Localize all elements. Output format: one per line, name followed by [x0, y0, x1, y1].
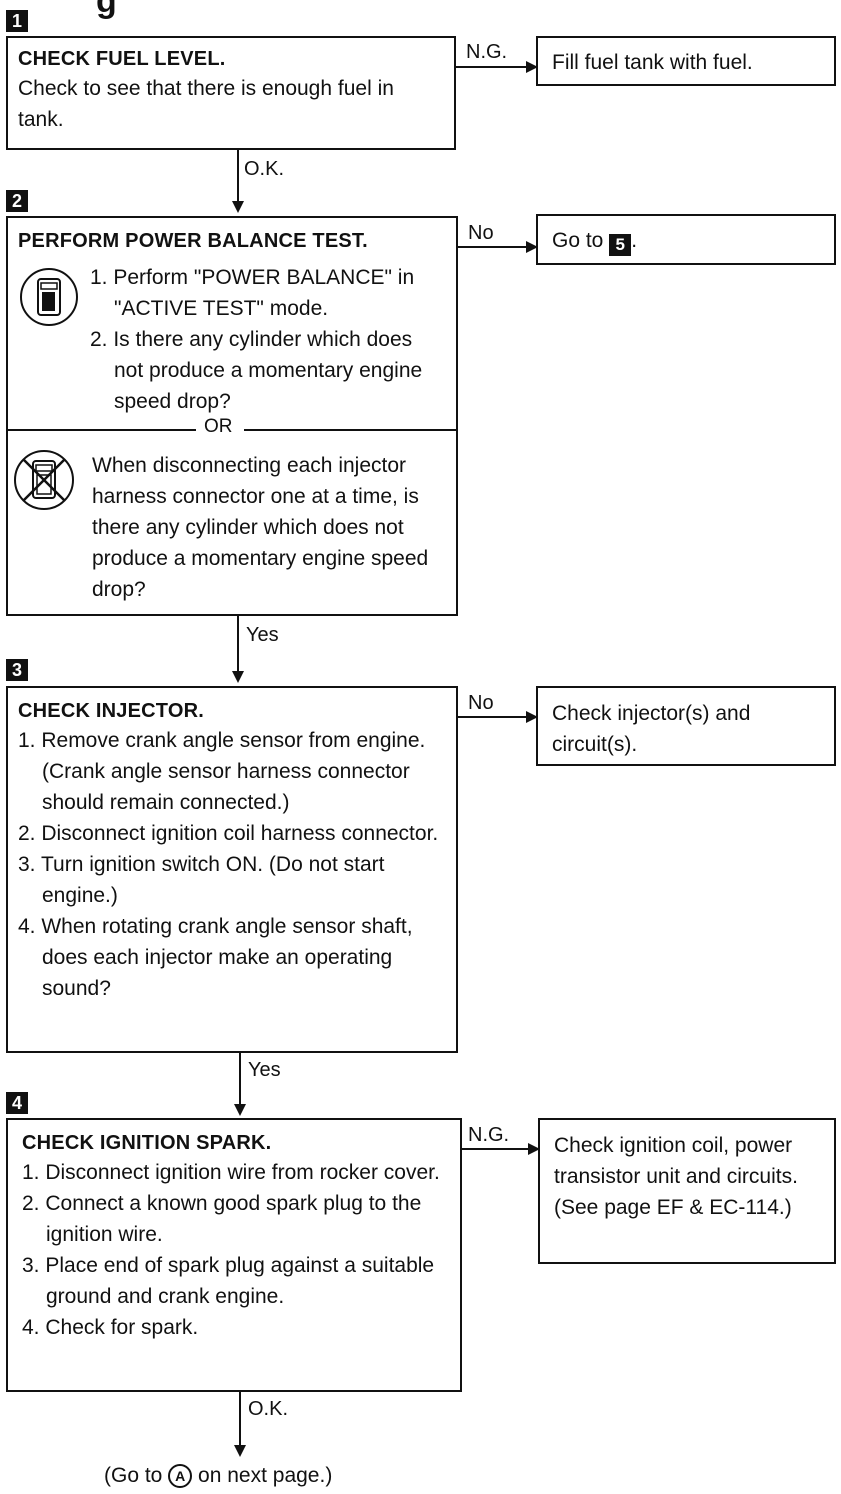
step-1-down-line — [237, 150, 239, 202]
step-3-box: CHECK INJECTOR. 1. Remove crank angle se… — [6, 686, 458, 1053]
step-3-item: 1. Remove crank angle sensor from engine… — [18, 729, 426, 814]
step-2-down-arrow — [232, 671, 244, 683]
consult-tester-icon — [18, 266, 80, 333]
step-4-branch-text: Check ignition coil, power transistor un… — [554, 1134, 798, 1219]
step-1-branch-label: N.G. — [466, 41, 508, 63]
step-1-title: CHECK FUEL LEVEL. — [18, 48, 226, 70]
step-3-down-label: Yes — [248, 1059, 281, 1081]
step-3-list: 1. Remove crank angle sensor from engine… — [18, 725, 448, 1004]
step-2-or-line-right — [244, 429, 456, 431]
step-1-down-label: O.K. — [244, 158, 285, 180]
step-1-badge: 1 — [6, 10, 28, 32]
step-2-branch-suffix: . — [631, 229, 638, 252]
step-2-down-line — [237, 616, 239, 672]
step-5-ref-badge[interactable]: 5 — [609, 234, 632, 256]
step-4-branch-line — [462, 1148, 530, 1150]
step-2-consult-list: 1. Perform "POWER BALANCE" in "ACTIVE TE… — [90, 262, 446, 417]
step-4-down-label: O.K. — [248, 1398, 289, 1420]
no-consult-tester-icon — [12, 448, 76, 517]
step-3-branch-label: No — [468, 692, 494, 714]
step-2-title: PERFORM POWER BALANCE TEST. — [18, 230, 368, 252]
step-2-consult-item: 1. Perform "POWER BALANCE" in "ACTIVE TE… — [90, 266, 415, 320]
page-title-fragment: g — [96, 0, 117, 20]
step-4-item: 4. Check for spark. — [22, 1316, 199, 1339]
step-3-title: CHECK INJECTOR. — [18, 700, 204, 722]
step-4-item: 1. Disconnect ignition wire from rocker … — [22, 1161, 440, 1184]
step-2-down-label: Yes — [246, 624, 279, 646]
step-2-box: PERFORM POWER BALANCE TEST. 1. Perform "… — [6, 216, 458, 616]
step-2-badge: 2 — [6, 190, 28, 212]
step-3-branch-line — [458, 716, 528, 718]
step-4-branch-arrow — [528, 1143, 540, 1155]
footer-prefix: (Go to — [104, 1464, 163, 1487]
step-4-down-arrow — [234, 1445, 246, 1457]
step-4-list: 1. Disconnect ignition wire from rocker … — [22, 1157, 452, 1343]
step-3-item: 2. Disconnect ignition coil harness conn… — [18, 822, 439, 845]
step-4-item: 3. Place end of spark plug against a sui… — [22, 1254, 435, 1308]
step-1-body: Check to see that there is enough fuel i… — [18, 77, 394, 131]
step-4-down-line — [239, 1392, 241, 1446]
step-3-item: 3. Turn ignition switch ON. (Do not star… — [18, 853, 385, 907]
step-2-branch-text: Go to 5. — [552, 225, 820, 256]
step-3-down-line — [239, 1053, 241, 1105]
footer-suffix: on next page.) — [198, 1464, 333, 1487]
step-2-or-label: OR — [204, 416, 233, 437]
step-1-branch-text: Fill fuel tank with fuel. — [552, 51, 753, 74]
step-3-badge: 3 — [6, 659, 28, 681]
step-3-item: 4. When rotating crank angle sensor shaf… — [18, 915, 413, 1000]
footer-continuation: (Go to A on next page.) — [104, 1460, 332, 1491]
step-2-consult-item: 2. Is there any cylinder which does not … — [90, 328, 423, 413]
continuation-ref-a-icon[interactable]: A — [168, 1464, 193, 1488]
step-4-box: CHECK IGNITION SPARK. 1. Disconnect igni… — [6, 1118, 462, 1392]
step-2-branch-prefix: Go to — [552, 229, 604, 252]
step-4-badge: 4 — [6, 1092, 28, 1114]
step-4-item: 2. Connect a known good spark plug to th… — [22, 1192, 422, 1246]
step-1-branch-box: Fill fuel tank with fuel. — [536, 36, 836, 86]
step-2-noconsult-text: When disconnecting each injector harness… — [92, 454, 429, 601]
step-4-branch-box: Check ignition coil, power transistor un… — [538, 1118, 836, 1264]
step-1-box: CHECK FUEL LEVEL. Check to see that ther… — [6, 36, 456, 150]
step-2-branch-arrow — [526, 241, 538, 253]
step-2-branch-line — [458, 246, 528, 248]
step-2-branch-label: No — [468, 222, 494, 244]
step-1-down-arrow — [232, 201, 244, 213]
step-2-or-line-left — [8, 429, 196, 431]
step-3-branch-box: Check injector(s) and circuit(s). — [536, 686, 836, 766]
step-1-branch-line — [456, 66, 528, 68]
step-2-branch-box: Go to 5. — [536, 214, 836, 265]
step-4-branch-label: N.G. — [468, 1124, 510, 1146]
step-3-down-arrow — [234, 1104, 246, 1116]
step-3-branch-arrow — [526, 711, 538, 723]
step-3-branch-text: Check injector(s) and circuit(s). — [552, 702, 751, 756]
step-1-branch-arrow — [526, 61, 538, 73]
step-4-title: CHECK IGNITION SPARK. — [22, 1132, 272, 1154]
